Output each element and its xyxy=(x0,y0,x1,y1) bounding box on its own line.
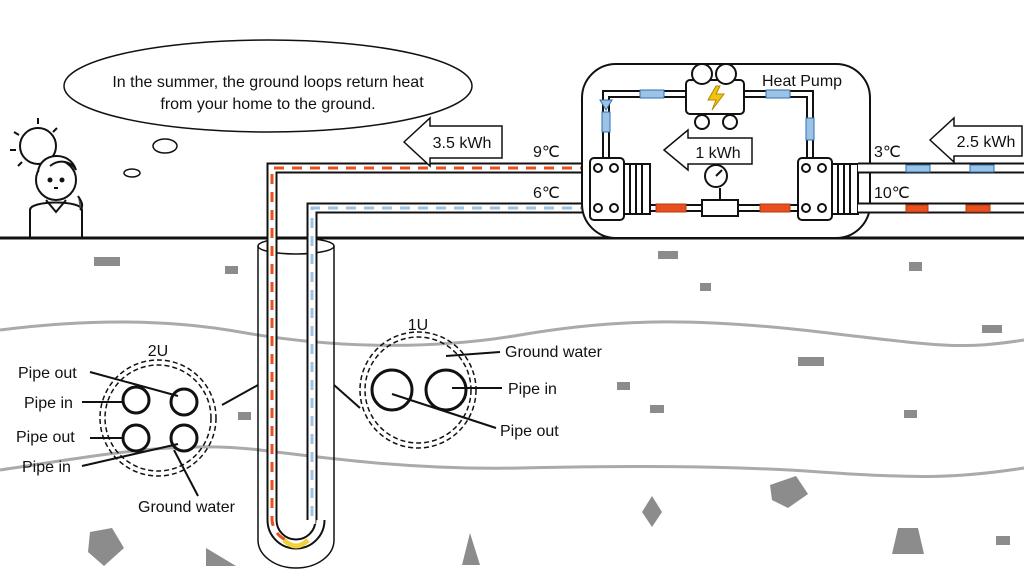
energy-compressor-label: 1 kWh xyxy=(695,145,740,162)
label-1u-pipe-in: Pipe in xyxy=(508,381,557,398)
sun-icon xyxy=(19,127,57,165)
flow-arrows-house xyxy=(905,164,995,213)
expansion-valve-icon xyxy=(701,164,739,217)
label-1u-pipe-out: Pipe out xyxy=(500,423,559,440)
bubble-line-1: In the summer, the ground loops return h… xyxy=(112,74,424,91)
temp-ground-hot: 9℃ xyxy=(533,144,560,161)
ground-loop-cold-pipe xyxy=(306,202,596,520)
label-2u-pipe-out-1: Pipe out xyxy=(18,365,77,382)
label-2u-title: 2U xyxy=(148,343,168,360)
cross-section-2u xyxy=(81,359,217,497)
gear-icon xyxy=(691,63,713,85)
energy-house-label: 2.5 kWh xyxy=(957,134,1016,151)
label-2u-ground-water: Ground water xyxy=(138,499,236,516)
compressor-icon xyxy=(685,63,745,130)
energy-arrow-ground xyxy=(402,116,503,168)
heat-pump-label: Heat Pump xyxy=(762,73,842,90)
cross-section-1u xyxy=(359,331,502,449)
heat-exchanger-icon-right xyxy=(797,157,859,221)
label-2u-pipe-in-2: Pipe in xyxy=(22,459,71,476)
heat-exchanger-icon xyxy=(589,157,651,221)
flow-arrows-internal xyxy=(599,89,815,213)
person-icon xyxy=(10,118,84,238)
energy-ground-label: 3.5 kWh xyxy=(433,135,492,152)
label-2u-pipe-in-1: Pipe in xyxy=(24,395,73,412)
label-1u-ground-water: Ground water xyxy=(505,344,603,361)
lightning-icon xyxy=(707,85,725,111)
label-1u-title: 1U xyxy=(408,317,428,334)
label-2u-pipe-out-2: Pipe out xyxy=(16,429,75,446)
energy-arrow-house xyxy=(928,116,1023,164)
soil-layer-upper xyxy=(0,320,1024,348)
borehole xyxy=(257,246,335,569)
speech-bubble-icon xyxy=(63,39,473,178)
bubble-line-2: from your home to the ground. xyxy=(160,96,375,113)
rocks xyxy=(88,251,1010,566)
temp-house-cold: 3℃ xyxy=(874,144,901,161)
energy-arrow-compressor xyxy=(662,128,753,172)
temp-ground-cold: 6℃ xyxy=(533,185,560,202)
temp-house-hot: 10℃ xyxy=(874,185,910,202)
soil-layer-lower xyxy=(0,445,1024,478)
